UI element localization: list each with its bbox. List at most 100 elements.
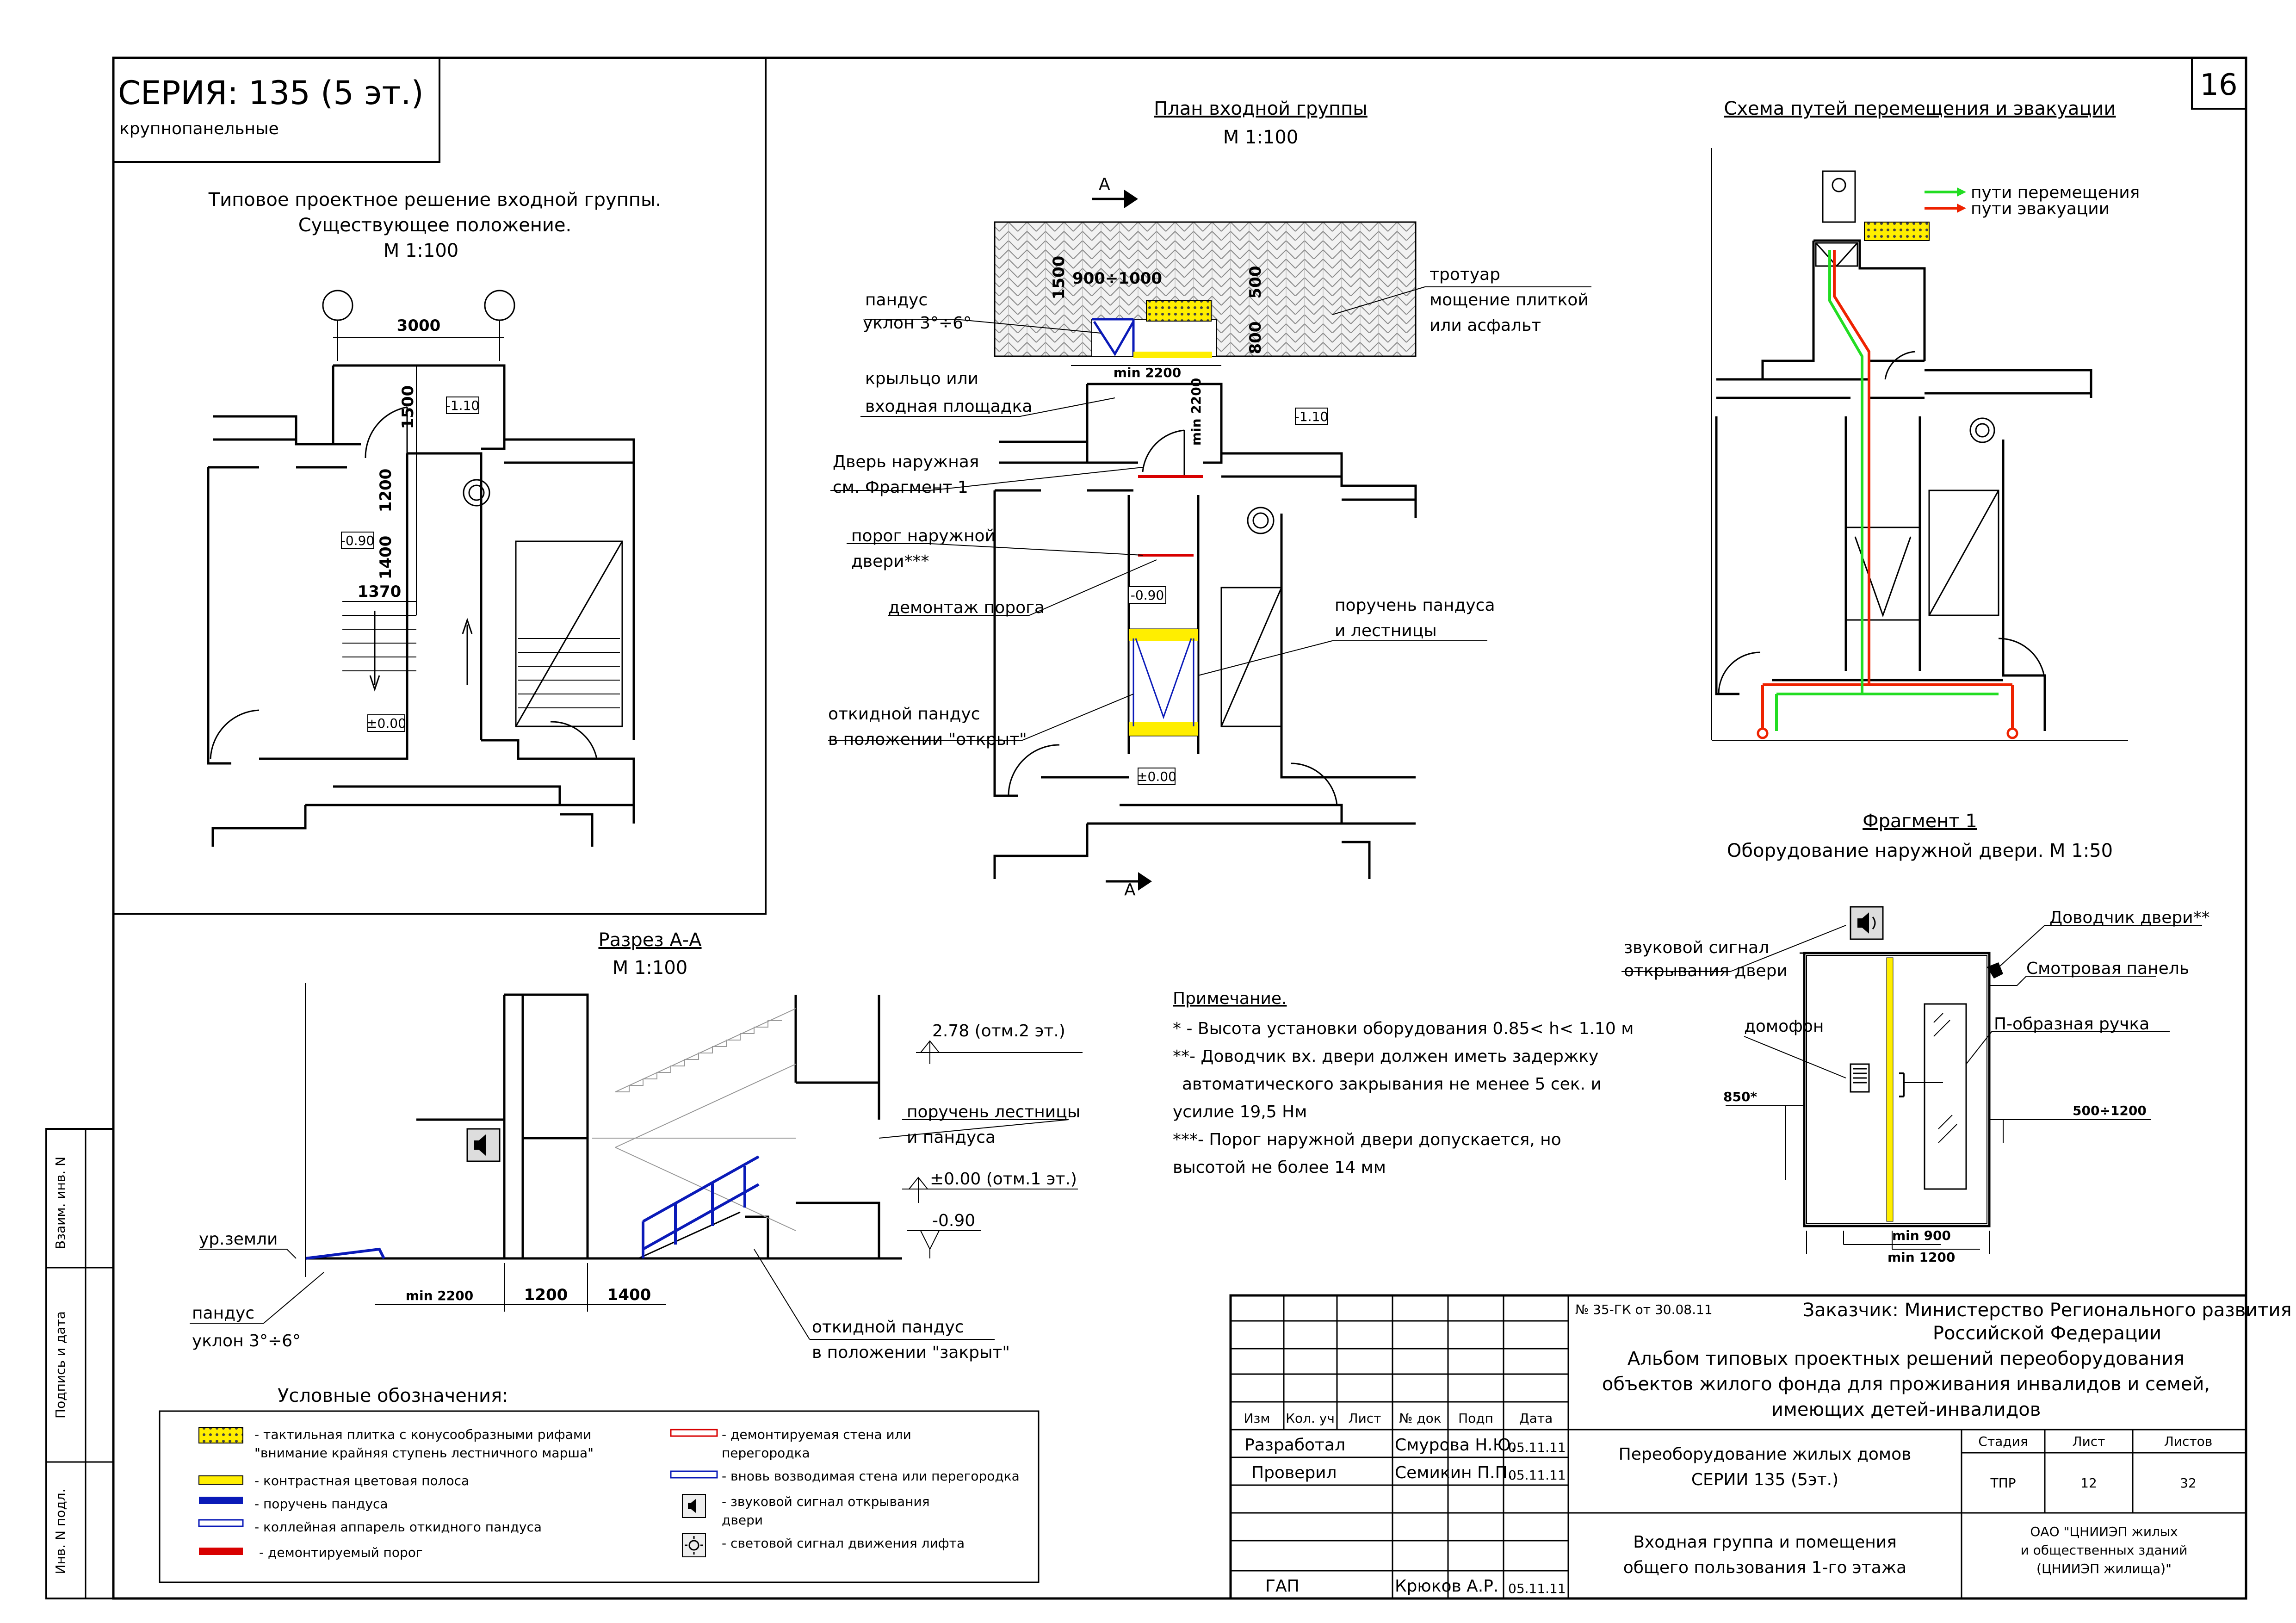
stamp-stage-header: Стадия <box>1978 1434 2028 1449</box>
plan-dim-1500: 1500 <box>1050 256 1068 300</box>
note-1: * - Высота установки оборудования 0.85< … <box>1173 1019 1634 1038</box>
legend-swatch-contrast <box>198 1475 243 1485</box>
stamp-dev-date: 05.11.11 <box>1508 1440 1566 1455</box>
plan-label-rail-2: и лестницы <box>1335 621 1437 640</box>
existing-level-000: ±0.00 <box>366 716 406 731</box>
legend-swatch-new-wall <box>670 1470 718 1479</box>
plan-label-sidewalk-2: мощение плиткой <box>1430 291 1589 310</box>
scheme-title: Схема путей перемещения и эвакуации <box>1724 98 2116 119</box>
sheet-frame: 16 Взаим. инв. N Подпись и дата Инв. N п… <box>45 56 2247 1600</box>
existing-title-2: Существующее положение. <box>298 215 572 236</box>
stamp-chk-date: 05.11.11 <box>1508 1468 1566 1483</box>
plan-section-mark-bottom: А <box>1124 880 1136 899</box>
stamp-sheet-title-2: общего пользования 1-го этажа <box>1623 1558 1907 1577</box>
section-title: Разрез А-А <box>598 929 702 951</box>
fragment-door: Фрагмент 1 Оборудование наружной двери. … <box>1621 811 2210 1265</box>
stamp-album-1: Альбом типовых проектных решений переобо… <box>1628 1348 2185 1369</box>
plan-scale: М 1:100 <box>1223 127 1299 148</box>
legend-swatch-removed-wall <box>670 1429 718 1437</box>
plan-level-000: ±0.00 <box>1137 769 1176 784</box>
stamp-chk-name: Семикин П.П. <box>1395 1463 1513 1482</box>
plan-label-porch-2: входная площадка <box>865 397 1032 416</box>
side-stamp-a: Взаим. инв. N <box>53 1157 68 1249</box>
legend-swatch-ramp <box>198 1519 244 1527</box>
stamp-list: 12 <box>2080 1475 2097 1491</box>
legend-item-8: - вновь возводимая стена или перегородка <box>722 1468 1020 1484</box>
existing-dim-3000: 3000 <box>397 316 441 335</box>
viewing-panel <box>1924 1003 1967 1190</box>
fragment-label-intercom: домофон <box>1744 1017 1824 1036</box>
stamp-dev-role: Разработал <box>1244 1436 1345 1455</box>
plan-dim-900: 900÷1000 <box>1072 269 1162 288</box>
notes: Примечание. * - Высота установки оборудо… <box>1173 989 1634 1177</box>
stamp-hdr-2: Лист <box>1349 1411 1381 1426</box>
legend-swatch-sill <box>199 1548 243 1555</box>
stamp-subject-1: Переоборудование жилых домов <box>1619 1445 1912 1464</box>
stamp-org-3: (ЦНИИЭП жилища)" <box>2036 1561 2172 1576</box>
fragment-dim-900: min 900 <box>1892 1228 1951 1243</box>
plan-label-fold-1: откидной пандус <box>828 705 980 724</box>
plan-dim-2200: min 2200 <box>1114 365 1181 380</box>
section-handrail <box>642 1155 760 1258</box>
legend-swatch-tactile <box>198 1427 243 1443</box>
section-dim-2200: min 2200 <box>406 1288 473 1303</box>
evacuation-path <box>1833 250 2012 686</box>
stamp-gap-role: ГАП <box>1265 1577 1300 1596</box>
stamp-album-3: имеющих детей-инвалидов <box>1771 1399 2041 1420</box>
note-3a: ***- Порог наружной двери допускается, н… <box>1173 1130 1561 1149</box>
plan-level-090: -0.90 <box>1131 588 1164 603</box>
legend-item-5: - демонтируемый порог <box>259 1545 423 1560</box>
existing-plan-panel: СЕРИЯ: 135 (5 эт.) крупнопанельные Типов… <box>112 57 767 915</box>
stamp-lists-header: Листов <box>2164 1434 2213 1449</box>
existing-dim-1370: 1370 <box>358 582 402 601</box>
section-label-fold-2: в положении "закрыт" <box>812 1343 1010 1362</box>
fragment-title: Фрагмент 1 <box>1863 811 1977 832</box>
series-subtitle: крупнопанельные <box>119 119 279 138</box>
stamp-sheet-title-1: Входная группа и помещения <box>1633 1533 1897 1552</box>
existing-title-1: Типовое проектное решение входной группы… <box>208 189 662 211</box>
title-block: Изм Кол. уч Лист № док Подп Дата Разрабо… <box>1229 1294 2292 1600</box>
fragment-label-sound-2: открывания двери <box>1624 961 1788 980</box>
stamp-customer-1: Заказчик: Министерство Регионального раз… <box>1802 1300 2291 1321</box>
legend-item-4: - коллейная аппарель откидного пандуса <box>254 1519 542 1535</box>
stamp-chk-role: Проверил <box>1251 1463 1337 1482</box>
plan-title: План входной группы <box>1154 98 1368 119</box>
section-label-ramp-1: пандус <box>192 1304 254 1323</box>
wheelchair-icon <box>1822 170 1856 223</box>
movement-path <box>1828 250 1999 695</box>
plan-level-110: -1.10 <box>1295 409 1328 424</box>
stamp-org-1: ОАО "ЦНИИЭП жилых <box>2030 1524 2178 1539</box>
legend-item-6: - демонтируемая стена или <box>722 1427 911 1442</box>
stamp-hdr-1: Кол. уч <box>1286 1411 1335 1426</box>
stamp-hdr-3: № док <box>1399 1411 1441 1426</box>
scheme-legend-evac: пути эвакуации <box>1971 199 2110 218</box>
existing-level-090: -0.90 <box>341 533 374 548</box>
door-handle <box>1899 1072 1905 1097</box>
stamp-customer-2: Российской Федерации <box>1933 1323 2161 1344</box>
existing-dim-1200: 1200 <box>377 469 395 513</box>
plan-label-ramp-2: уклон 3°÷6° <box>863 314 972 333</box>
plan-dim-800: 800 <box>1246 322 1265 354</box>
plan-label-porch-1: крыльцо или <box>865 369 978 388</box>
fragment-label-handle: П-образная ручка <box>1994 1015 2149 1034</box>
section-level-000: ±0.00 (отм.1 эт.) <box>930 1170 1077 1189</box>
section-label-fold-1: откидной пандус <box>812 1318 964 1337</box>
fragment-dim-500: 500÷1200 <box>2073 1103 2147 1118</box>
plan-section-mark-top: А <box>1099 175 1110 194</box>
section-label-rail-1: поручень лестницы <box>907 1103 1080 1121</box>
plan-label-door-2: см. Фрагмент 1 <box>833 478 968 497</box>
evacuation-scheme: Схема путей перемещения и эвакуации пути… <box>1711 98 2140 741</box>
sheet-number: 16 <box>2200 68 2237 102</box>
plan-label-demont: демонтаж порога <box>888 598 1045 617</box>
stamp-hdr-0: Изм <box>1244 1411 1270 1426</box>
stamp-dev-name: Смурова Н.Ю. <box>1395 1436 1516 1455</box>
plan-label-sidewalk-1: тротуар <box>1430 265 1500 284</box>
scheme-legend-move: пути перемещения <box>1971 183 2140 202</box>
existing-dim-1500: 1500 <box>399 385 417 429</box>
note-3b: высотой не более 14 мм <box>1173 1158 1386 1177</box>
plan-label-sidewalk-3: или асфальт <box>1430 316 1541 335</box>
stamp-stage: ТПР <box>1990 1475 2016 1491</box>
section-ground: ур.земли <box>199 1230 278 1249</box>
plan-label-fold-2: в положении "открыт" <box>828 730 1027 749</box>
